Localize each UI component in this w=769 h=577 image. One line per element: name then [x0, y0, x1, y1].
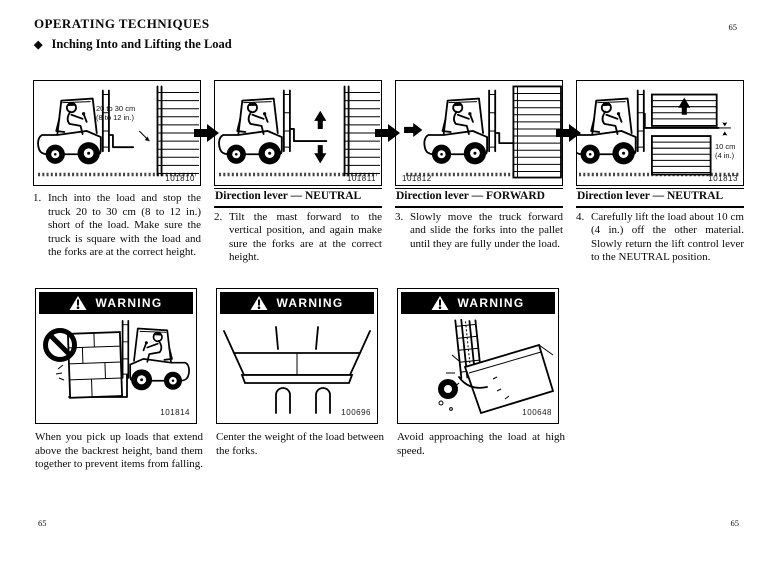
figure-panel-3: 101812	[395, 80, 563, 186]
tall-load-banding-illustration	[43, 320, 190, 399]
warning-illustration-area: 100696	[220, 314, 374, 418]
direction-lever-heading: Direction lever — NEUTRAL	[576, 188, 744, 208]
warning-triangle-icon	[69, 296, 87, 310]
warning-2-caption: Center the weight of the load between th…	[216, 431, 384, 457]
forklift-lift-illustration	[577, 89, 739, 177]
figure-number: 101812	[402, 174, 432, 183]
step-number: 3.	[395, 210, 404, 223]
right-arrow-icon	[375, 124, 400, 142]
step-number: 4.	[576, 210, 585, 223]
figure-panel-1: 20 to 30 cm (8 to 12 in.) 101810	[33, 80, 201, 186]
warning-panel-3: WARNING 100648	[397, 288, 559, 424]
high-speed-collision-illustration	[438, 318, 555, 415]
warning-label: WARNING	[95, 296, 163, 310]
step-caption: Carefully lift the load about 10 cm (4 i…	[591, 210, 744, 264]
warning-3-caption: Avoid approaching the load at high speed…	[397, 431, 565, 457]
step-number: 2.	[214, 210, 223, 223]
step-3-caption-block: Direction lever — FORWARD 3. Slowly move…	[395, 188, 563, 251]
step-2-caption-block: Direction lever — NEUTRAL 2. Tilt the ma…	[214, 188, 382, 265]
figure-panel-4: 10 cm (4 in.) 101813	[576, 80, 744, 186]
figure-number: 100648	[522, 408, 552, 417]
warning-label: WARNING	[457, 296, 525, 310]
page-number-bottom-left: 65	[38, 518, 47, 528]
step-caption: Inch into the load and stop the truck 20…	[48, 192, 201, 258]
page-number-bottom-right: 65	[730, 518, 740, 528]
warning-triangle-icon	[250, 296, 268, 310]
warning-1-caption: When you pick up loads that extend above…	[35, 431, 204, 470]
step-caption: Slowly move the truck forward and slide …	[410, 210, 563, 250]
step-1-caption-block: 1. Inch into the load and stop the truck…	[33, 192, 201, 260]
direction-lever-heading: Direction lever — NEUTRAL	[214, 188, 382, 208]
warning-header: WARNING	[401, 292, 555, 314]
figure-panel-2: 101811	[214, 80, 382, 186]
right-arrow-icon	[556, 124, 581, 142]
warning-illustration-area: 100648	[401, 314, 555, 418]
warning-header: WARNING	[39, 292, 193, 314]
distance-label: 20 to 30 cm (8 to 12 in.)	[96, 104, 136, 122]
lift-height-label: 10 cm (4 in.)	[715, 142, 736, 160]
section-title: Inching Into and Lifting the Load	[51, 37, 232, 51]
section-title-row: ◆ Inching Into and Lifting the Load	[34, 37, 232, 52]
figure-number: 101810	[165, 174, 195, 183]
forklift-forward-illustration	[404, 85, 562, 179]
figure-number: 101814	[160, 408, 190, 417]
page-number-top-right: 65	[728, 22, 738, 32]
step-caption: Tilt the mast forward to the vertical po…	[229, 210, 382, 264]
figure-number: 100696	[341, 408, 371, 417]
diamond-bullet-icon: ◆	[34, 39, 43, 51]
warning-label: WARNING	[276, 296, 344, 310]
step-4-caption-block: Direction lever — NEUTRAL 4. Carefully l…	[576, 188, 744, 265]
forklift-fork-height-illustration	[218, 85, 380, 177]
warning-illustration-area: 101814	[39, 314, 193, 418]
warning-triangle-icon	[431, 296, 449, 310]
warning-header: WARNING	[220, 292, 374, 314]
right-arrow-icon	[194, 124, 219, 142]
figure-number: 101813	[708, 174, 738, 183]
page-title: OPERATING TECHNIQUES	[34, 16, 210, 31]
warning-panel-2: WARNING 100696	[216, 288, 378, 424]
step-number: 1.	[33, 192, 42, 204]
center-load-illustration	[223, 326, 371, 414]
figure-number: 101811	[346, 174, 376, 183]
forklift-approach-illustration	[37, 85, 199, 177]
warning-panel-1: WARNING 101814	[35, 288, 197, 424]
direction-lever-heading: Direction lever — FORWARD	[395, 188, 563, 208]
